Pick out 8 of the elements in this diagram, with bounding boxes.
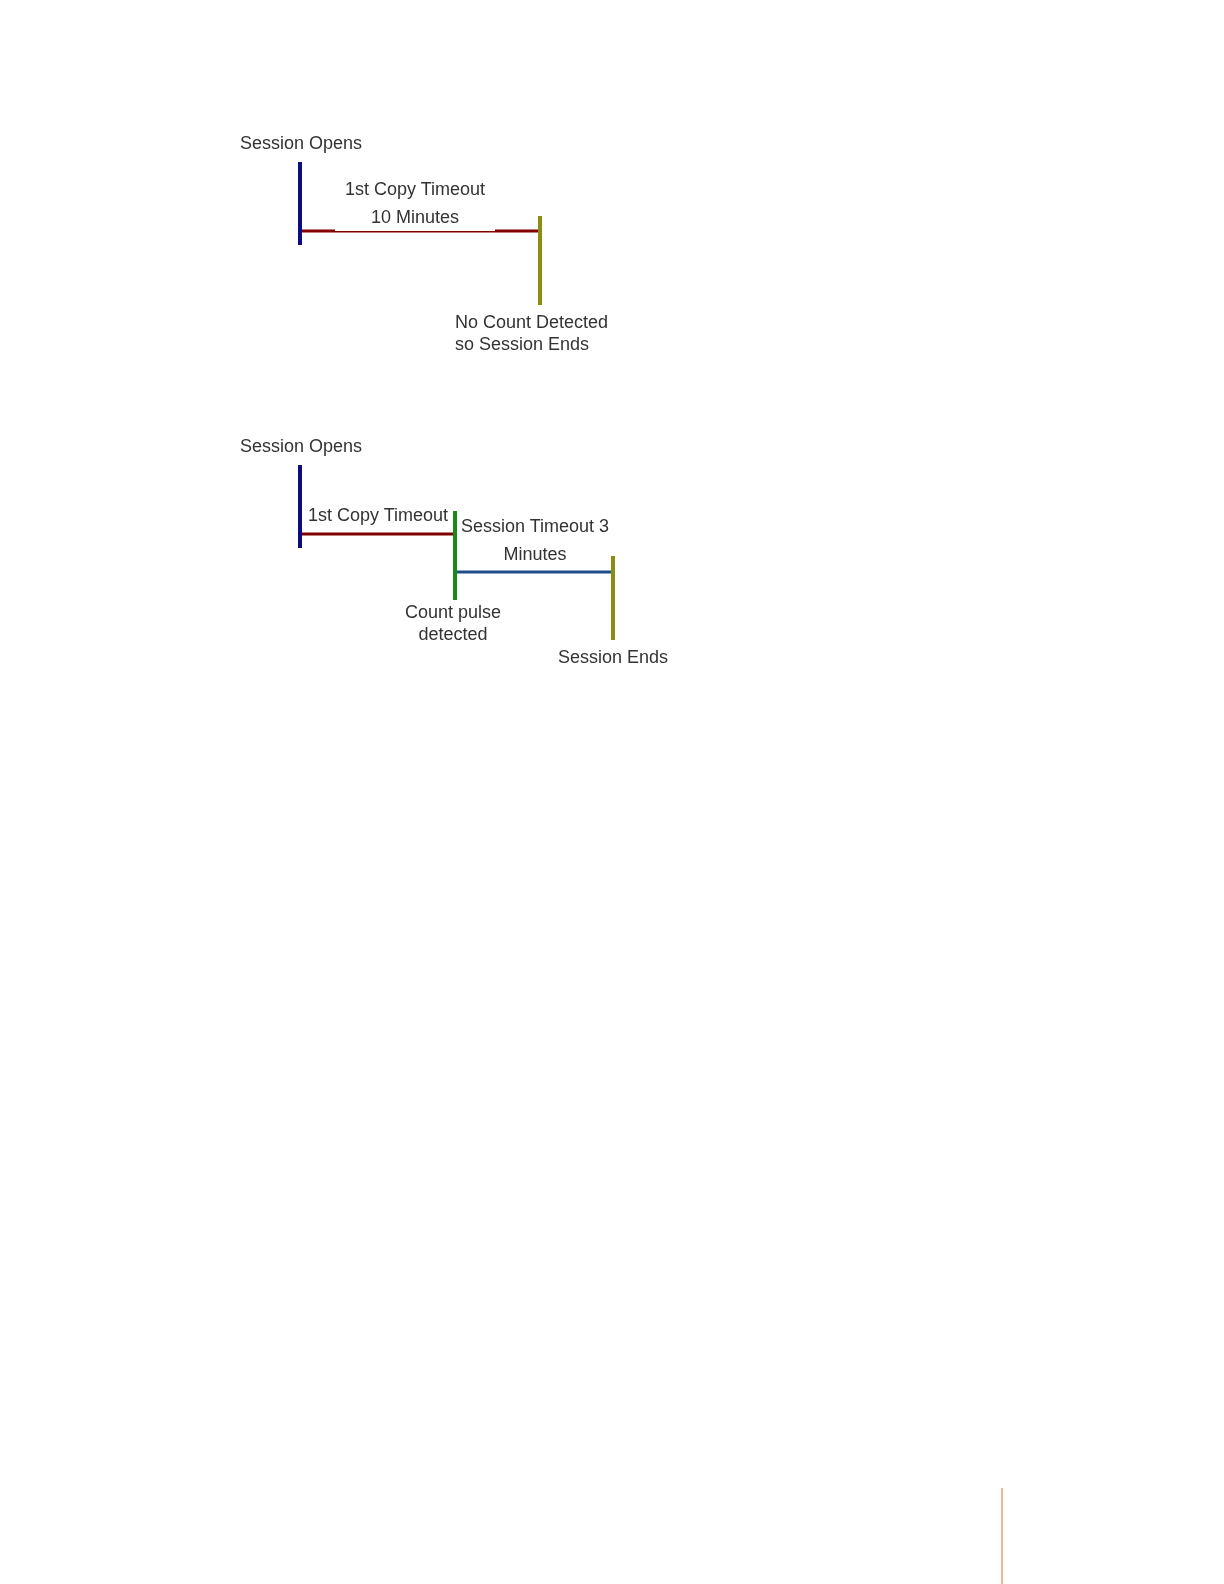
- event-label: No Count Detected so Session Ends: [455, 311, 610, 355]
- event-label: Session Ends: [558, 646, 670, 668]
- event-label: Count pulse detected: [403, 601, 503, 645]
- timeline-segment: [302, 229, 538, 233]
- event-label: Session Opens: [240, 435, 364, 457]
- timeline-segment: [457, 570, 611, 574]
- timeline-segment: [302, 532, 453, 536]
- event-label: Session Opens: [240, 132, 364, 154]
